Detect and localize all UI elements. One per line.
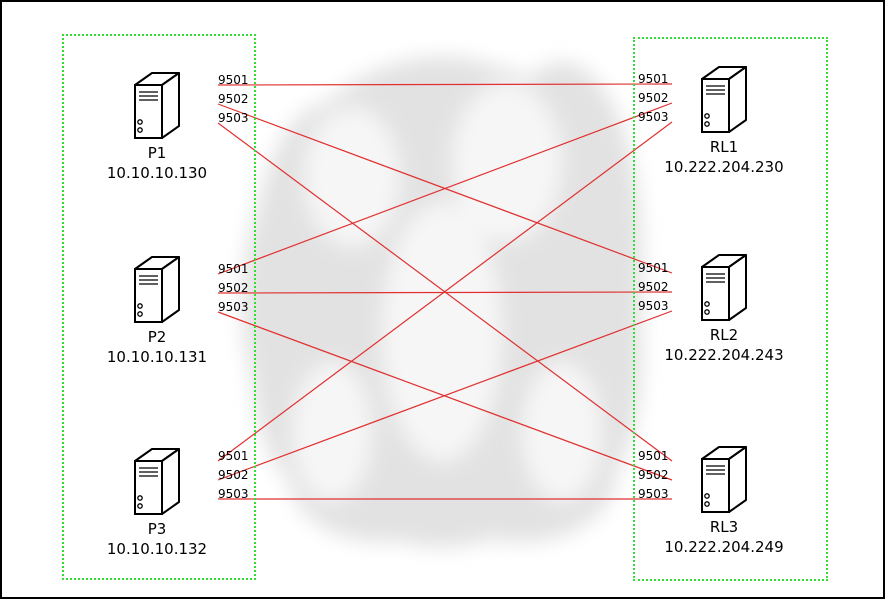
server-icon-p3 (132, 446, 182, 518)
port-label-p3-9501: 9501 (218, 449, 249, 463)
port-label-rl2-9503: 9503 (638, 299, 669, 313)
node-ip-rl2: 10.222.204.243 (664, 346, 784, 364)
link-p2-9502-rl2-9502 (217, 291, 673, 294)
server-icon-rl1 (699, 64, 749, 136)
port-label-rl2-9502: 9502 (638, 280, 669, 294)
network-cloud (242, 57, 642, 547)
connection-lines (217, 83, 673, 500)
node-name-rl1: RL1 (709, 138, 739, 156)
port-label-rl1-9503: 9503 (638, 110, 669, 124)
port-label-p2-9503: 9503 (218, 300, 249, 314)
node-name-rl2: RL2 (709, 326, 739, 344)
port-label-p3-9503: 9503 (218, 487, 249, 501)
relays-group-box (633, 37, 828, 581)
port-label-p2-9501: 9501 (218, 262, 249, 276)
server-icon-rl3 (699, 444, 749, 516)
link-p2-9501-rl1-9502 (217, 102, 673, 275)
node-name-p3: P3 (147, 520, 167, 538)
link-p3-9501-rl1-9503 (217, 121, 673, 462)
node-ip-rl3: 10.222.204.249 (664, 538, 784, 556)
node-ip-p1: 10.10.10.130 (106, 164, 208, 182)
server-icon-rl2 (699, 252, 749, 324)
port-label-rl1-9502: 9502 (638, 91, 669, 105)
port-label-rl3-9503: 9503 (638, 487, 669, 501)
server-icon-p2 (132, 254, 182, 326)
producers-group-box (62, 34, 256, 580)
server-icon-p1 (132, 70, 182, 142)
port-label-p3-9502: 9502 (218, 468, 249, 482)
port-label-rl2-9501: 9501 (638, 261, 669, 275)
port-label-p2-9502: 9502 (218, 281, 249, 295)
node-ip-p2: 10.10.10.131 (106, 348, 208, 366)
port-label-p1-9501: 9501 (218, 73, 249, 87)
port-label-rl3-9502: 9502 (638, 468, 669, 482)
port-label-rl3-9501: 9501 (638, 449, 669, 463)
node-ip-p3: 10.10.10.132 (106, 540, 208, 558)
link-p3-9502-rl2-9503 (217, 310, 673, 481)
port-label-rl1-9501: 9501 (638, 72, 669, 86)
node-name-rl3: RL3 (709, 518, 739, 536)
port-label-p1-9502: 9502 (218, 92, 249, 106)
port-label-p1-9503: 9503 (218, 111, 249, 125)
node-name-p2: P2 (147, 328, 167, 346)
node-ip-rl1: 10.222.204.230 (664, 158, 784, 176)
link-p1-9501-rl1-9501 (217, 83, 673, 86)
node-name-p1: P1 (147, 144, 167, 162)
